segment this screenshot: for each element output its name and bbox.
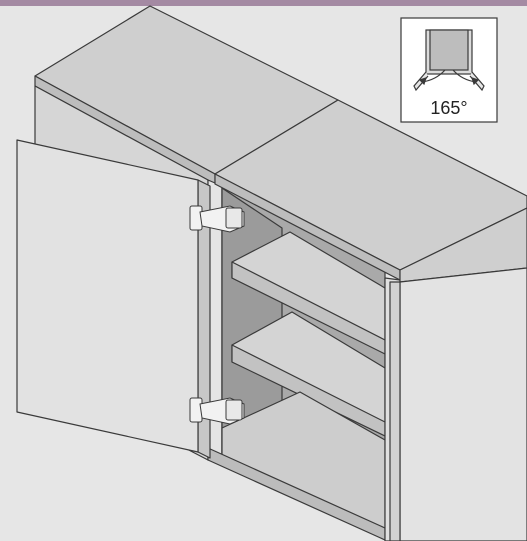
cabinet-3-door: [399, 267, 527, 541]
opening-angle-inset: 165°: [400, 17, 498, 123]
top-color-band: [0, 0, 527, 6]
open-door: [16, 139, 199, 453]
cabinet-3-top: [399, 207, 527, 283]
cabinet-3-door-edge: [389, 281, 401, 541]
lower-hinge: [189, 397, 245, 425]
upper-hinge-plate: [225, 207, 243, 229]
hinge-opening-angle-icon: [413, 29, 485, 92]
concealed-hinge-icon: [189, 397, 203, 423]
concealed-hinge-icon: [189, 205, 203, 231]
lower-hinge-plate: [225, 399, 243, 421]
opening-angle-label: 165°: [430, 98, 467, 118]
upper-hinge: [189, 205, 245, 233]
